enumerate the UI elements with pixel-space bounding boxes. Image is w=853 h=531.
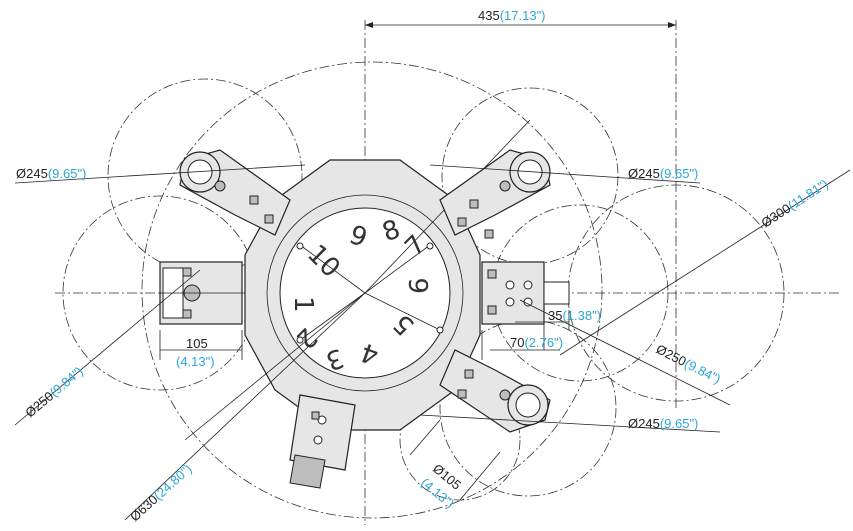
dim-245-top-left: Ø245(9.65"): [16, 166, 86, 181]
dim-105-left-inch: (4.13"): [176, 354, 215, 369]
dim-245-top-right: Ø245(9.65"): [628, 166, 698, 181]
dim-70-right: 70(2.76"): [510, 335, 563, 350]
dial-number-1: 1: [288, 296, 318, 313]
dim-300-right: Ø300(11.81"): [758, 176, 830, 230]
body-holes: [296, 242, 444, 344]
dim-250-right: Ø250(9.84"): [654, 341, 724, 386]
gripper-arm-top-left: [179, 149, 291, 236]
dial-number-6: 6: [405, 277, 435, 294]
dimension-lines: [14, 22, 851, 521]
swing-circle-top-right: [441, 87, 619, 265]
tool-block-bottom: [289, 394, 356, 489]
gripper-block-left: [159, 261, 243, 325]
dim-630-overall: Ø630(24.80"): [127, 461, 195, 524]
body-ring-outer: [266, 194, 464, 392]
dim-435: 435(17.13"): [478, 8, 546, 23]
gripper-arm-bottom-right: [439, 349, 551, 433]
dim-105-left-mm: 105: [186, 336, 208, 351]
dim-245-bottom-right: Ø245(9.65"): [628, 416, 698, 431]
overall-reach-circle: [141, 61, 603, 519]
dim-35-right: 35(1.38"): [548, 308, 601, 323]
dim-250-left: Ø250(9.84"): [22, 364, 86, 421]
gripper-arm-top-right: [439, 149, 551, 239]
